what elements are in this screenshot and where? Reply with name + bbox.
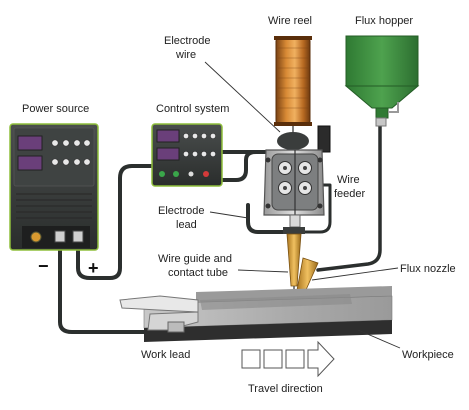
red-indicator	[203, 171, 209, 177]
control-system-unit	[151, 123, 223, 187]
contact-tube	[286, 233, 302, 287]
power-source-label: Power source	[22, 103, 89, 115]
electrode-wire-label-line1: Electrode	[164, 35, 210, 47]
workpiece-plate	[143, 286, 393, 342]
power-socket	[30, 231, 42, 243]
flux-hopper	[344, 35, 420, 127]
wire-reel	[274, 36, 312, 136]
power-display-1	[17, 135, 43, 151]
wire-guide-label-line1: Wire guide and	[158, 253, 232, 265]
flux-hopper-label: Flux hopper	[355, 15, 413, 27]
electrode-lead-label-line2: lead	[176, 219, 197, 231]
negative-terminal	[54, 230, 66, 243]
positive-sign: +	[88, 258, 99, 278]
control-display-2	[156, 147, 180, 161]
torch-assembly	[283, 214, 319, 293]
green-indicator-1	[159, 171, 165, 177]
positive-cable	[76, 164, 154, 280]
electrode-wire-label-line2: wire	[175, 49, 196, 61]
positive-terminal	[72, 230, 84, 243]
leader-lines	[204, 61, 401, 349]
flux-nozzle-label: Flux nozzle	[400, 263, 456, 275]
work-lead-label: Work lead	[141, 349, 190, 361]
electrode-lead-cable	[246, 203, 285, 234]
wire-feeder-label-line2: feeder	[334, 188, 366, 200]
flux-nozzle-tube	[296, 257, 319, 293]
wire-feeder	[263, 125, 331, 216]
power-source-unit	[9, 123, 99, 251]
green-indicator-2	[173, 171, 179, 177]
control-display-1	[156, 129, 180, 143]
flux-hose	[316, 120, 382, 272]
control-lower-cable	[220, 150, 258, 182]
travel-direction-arrow	[241, 340, 335, 378]
negative-sign: −	[38, 256, 49, 276]
wire-guide-label-line2: contact tube	[168, 267, 228, 279]
cables	[58, 120, 382, 334]
feeder-right-cable	[298, 183, 332, 234]
control-system-label: Control system	[156, 103, 229, 115]
workpiece-label: Workpiece	[402, 349, 454, 361]
electrode-lead-label-line1: Electrode	[158, 205, 204, 217]
work-clamp	[119, 295, 199, 333]
travel-direction-label: Travel direction	[248, 383, 323, 395]
wire-reel-label: Wire reel	[268, 15, 312, 27]
work-lead-cable	[58, 238, 177, 334]
wire-feeder-label-line1: Wire	[337, 174, 360, 186]
power-display-2	[17, 155, 43, 171]
